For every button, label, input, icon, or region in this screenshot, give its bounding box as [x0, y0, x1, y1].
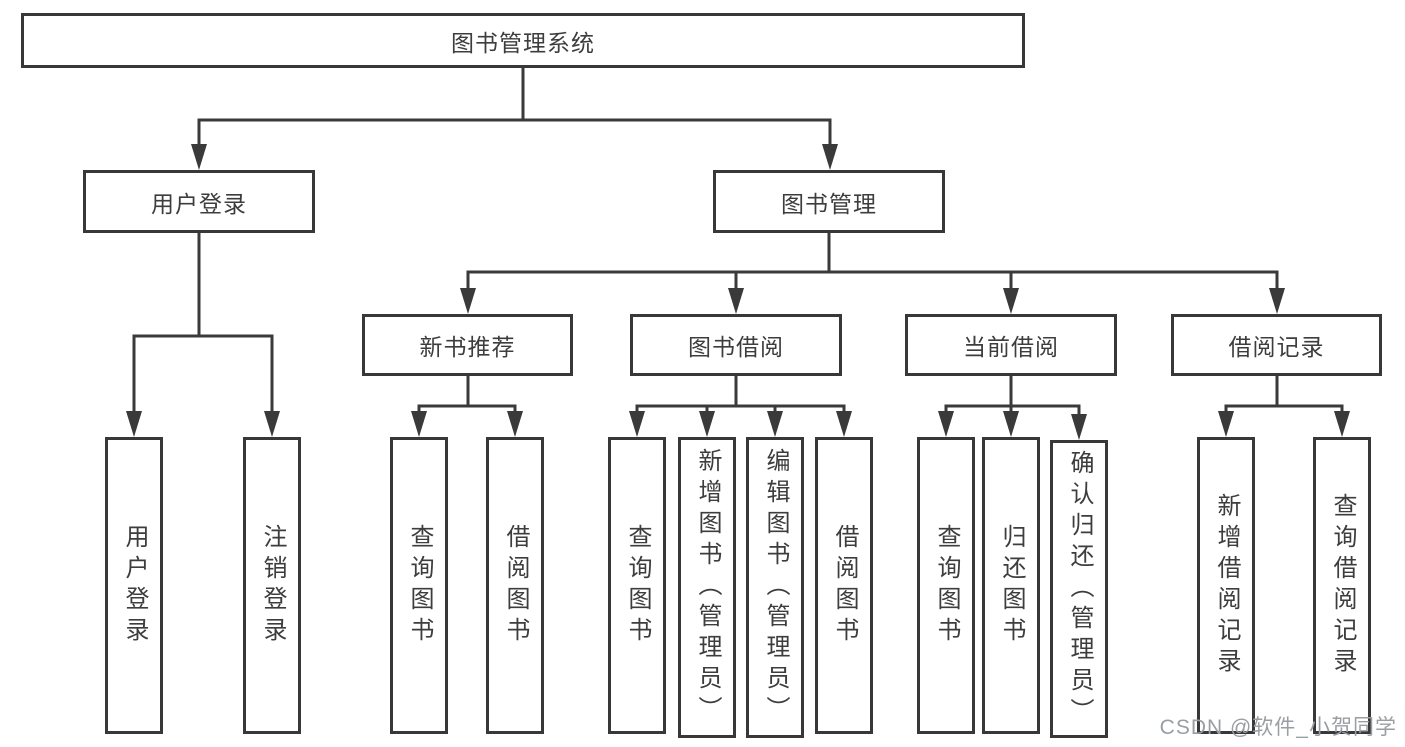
node-leaf-br-query-record: 查询借阅记录 — [1313, 437, 1371, 734]
node-leaf-user-login-label: 用户登录 — [121, 523, 148, 648]
node-leaf-bb-add-books-label: 新增图书（管理员） — [694, 448, 721, 727]
node-library-system-label: 图书管理系统 — [451, 29, 595, 56]
node-library-system: 图书管理系统 — [21, 13, 1025, 68]
node-leaf-cb-confirm-return-label: 确认归还（管理员） — [1066, 449, 1093, 729]
node-leaf-bb-edit-books: 编辑图书（管理员） — [746, 437, 804, 738]
node-leaf-bb-borrow-books-label: 借阅图书 — [831, 523, 858, 648]
node-leaf-bb-edit-books-label: 编辑图书（管理员） — [762, 448, 789, 727]
node-borrow-records-label: 借阅记录 — [1228, 334, 1325, 360]
node-leaf-cb-confirm-return: 确认归还（管理员） — [1050, 440, 1108, 738]
node-leaf-logout: 注销登录 — [243, 437, 301, 734]
node-leaf-bb-borrow-books: 借阅图书 — [815, 437, 873, 734]
node-leaf-br-add-record: 新增借阅记录 — [1197, 437, 1255, 734]
node-book-borrow: 图书借阅 — [630, 314, 842, 376]
node-new-book-recommend: 新书推荐 — [362, 314, 573, 376]
connector-newbookrec-to-leaves — [411, 376, 523, 437]
node-leaf-bb-add-books: 新增图书（管理员） — [678, 437, 736, 738]
node-borrow-records: 借阅记录 — [1171, 314, 1382, 376]
node-leaf-rec-borrow-books-label: 借阅图书 — [502, 523, 529, 648]
node-book-borrow-label: 图书借阅 — [688, 334, 784, 360]
node-user-login: 用户登录 — [83, 170, 315, 233]
node-leaf-rec-query-books: 查询图书 — [390, 437, 448, 734]
node-leaf-user-login: 用户登录 — [105, 437, 163, 734]
connector-borrowrecords-to-leaves — [1218, 376, 1350, 437]
connector-bookborrow-to-leaves — [629, 376, 852, 437]
connector-root-to-level2 — [191, 68, 838, 170]
node-leaf-cb-return-books-label: 归还图书 — [998, 523, 1025, 648]
node-leaf-cb-return-books: 归还图书 — [982, 437, 1040, 734]
node-current-borrow: 当前借阅 — [905, 314, 1117, 376]
connector-userlogin-to-leaves — [126, 233, 280, 437]
node-leaf-rec-query-books-label: 查询图书 — [406, 523, 433, 648]
node-leaf-br-add-record-label: 新增借阅记录 — [1213, 492, 1240, 679]
node-leaf-br-query-record-label: 查询借阅记录 — [1329, 492, 1356, 679]
node-leaf-bb-query-books: 查询图书 — [608, 437, 666, 734]
node-user-login-label: 用户登录 — [151, 190, 247, 217]
node-book-management-label: 图书管理 — [781, 190, 877, 217]
node-leaf-cb-query-books: 查询图书 — [917, 437, 975, 734]
node-new-book-recommend-label: 新书推荐 — [419, 334, 516, 360]
node-leaf-bb-query-books-label: 查询图书 — [624, 523, 651, 648]
node-leaf-logout-label: 注销登录 — [259, 523, 286, 648]
node-leaf-cb-query-books-label: 查询图书 — [933, 523, 960, 648]
connector-currentborrow-to-leaves — [938, 376, 1087, 440]
connector-bookmgmt-to-level3 — [460, 233, 1285, 314]
node-current-borrow-label: 当前借阅 — [963, 334, 1059, 360]
node-leaf-rec-borrow-books: 借阅图书 — [486, 437, 544, 734]
node-book-management: 图书管理 — [713, 170, 945, 233]
